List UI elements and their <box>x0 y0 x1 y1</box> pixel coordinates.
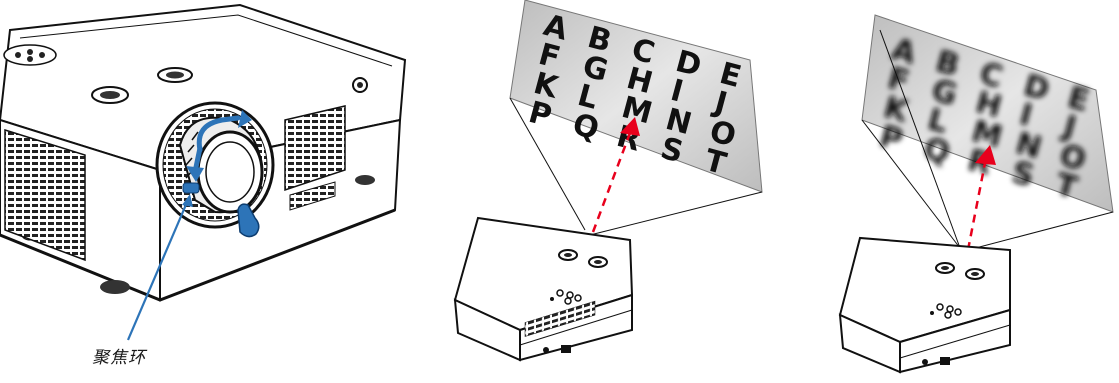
projector-closeup <box>0 5 405 340</box>
projector-small-a <box>455 218 632 360</box>
projection-out-of-focus: ABCDEFGHIJKLMNOPQRST <box>840 15 1113 372</box>
projector-small-b <box>840 238 1010 372</box>
focus-ring-label: 聚焦环 <box>92 343 146 368</box>
beam-arrow-sharp <box>593 133 630 232</box>
projection-in-focus: ABCDEFGHIJKLMNOPQRST <box>455 0 762 360</box>
